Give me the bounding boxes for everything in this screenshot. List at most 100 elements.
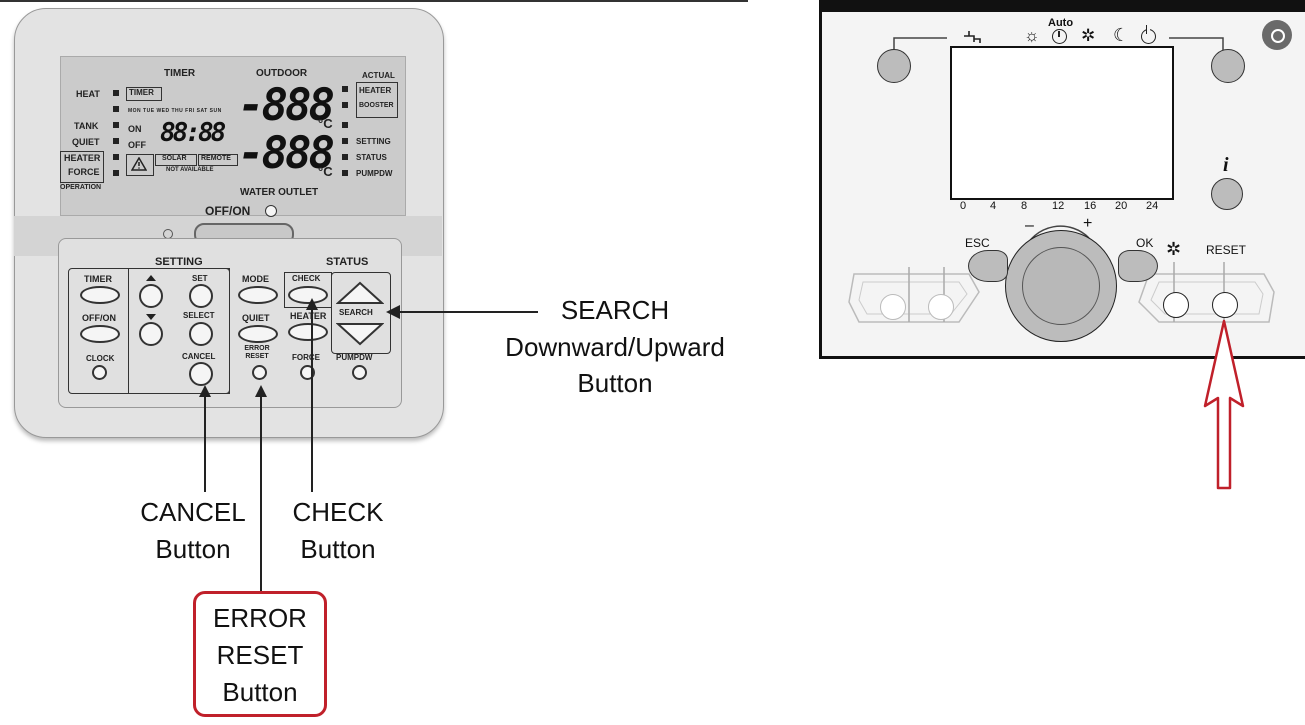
ok-label: OK	[1136, 236, 1154, 250]
lcd-operation-label: OPERATION	[60, 184, 102, 191]
status-title: STATUS	[326, 256, 369, 268]
lcd-status-label: STATUS	[356, 153, 387, 162]
standby-icon-stem	[1146, 25, 1150, 34]
lcd-actual-label: ACTUAL	[362, 71, 395, 80]
clock-button[interactable]	[92, 365, 107, 380]
check-button-label: CHECK	[292, 274, 321, 283]
cancel-button[interactable]	[189, 362, 213, 386]
heater-button-label: HEATER	[290, 311, 327, 321]
setting-group-inner	[128, 268, 230, 394]
time-tick: 24	[1146, 200, 1159, 212]
error-callout-line3: Button	[222, 677, 298, 707]
moon-icon: ☾	[1113, 25, 1130, 45]
time-tick: 0	[960, 200, 967, 212]
check-button[interactable]	[288, 286, 328, 304]
search-callout-line2: Downward/Upward	[505, 332, 725, 362]
search-down-button[interactable]	[336, 322, 384, 346]
search-up-button[interactable]	[336, 281, 384, 305]
comfort-sun-icon: ☼	[1024, 26, 1040, 45]
service-gear-icon: ✲	[1166, 239, 1182, 259]
lcd-warning-box	[126, 154, 154, 176]
lcd-heat-label: HEAT	[76, 89, 100, 99]
error-reset-button[interactable]	[252, 365, 267, 380]
search-callout-line3: Button	[577, 368, 653, 398]
timer-button-label: TIMER	[84, 274, 112, 284]
lcd-indicator	[113, 154, 119, 160]
lcd-quiet-label: QUIET	[72, 137, 100, 147]
esc-button[interactable]	[968, 250, 1008, 282]
right-mode-button[interactable]	[1211, 49, 1245, 83]
mode-button[interactable]	[238, 286, 278, 304]
lcd-timer-box-label: TIMER	[129, 88, 154, 97]
time-tick: 16	[1084, 200, 1097, 212]
info-button[interactable]	[1211, 178, 1243, 210]
cancel-button-label: CANCEL	[182, 352, 216, 361]
lcd-off-label: OFF	[128, 140, 146, 150]
lcd-heater-label: HEATER	[359, 86, 392, 95]
search-callout-line1: SEARCH	[560, 295, 670, 325]
esc-label: ESC	[965, 236, 990, 250]
select-button[interactable]	[189, 322, 213, 346]
callout-lines	[199, 298, 538, 592]
lcd-solar-label: SOLAR	[162, 155, 187, 162]
lcd-water-outlet-temp: -888	[238, 128, 335, 179]
lcd-timer-box	[126, 87, 162, 101]
lens-icon-inner	[1271, 29, 1285, 43]
lcd-indicator	[342, 138, 348, 144]
time-tick: 20	[1115, 200, 1128, 212]
lcd-indicator	[342, 86, 348, 92]
service-button[interactable]	[1163, 292, 1189, 318]
quiet-button[interactable]	[238, 325, 278, 343]
down-button[interactable]	[139, 322, 163, 346]
pumpdw-button[interactable]	[352, 365, 367, 380]
reset-button[interactable]	[1212, 292, 1238, 318]
reset-label: RESET	[1206, 243, 1247, 257]
lcd-clock: 88:88	[160, 118, 226, 148]
off-on-small-button[interactable]	[80, 325, 120, 343]
tap-icon	[964, 31, 981, 43]
set-button-label: SET	[192, 274, 208, 283]
power-icon	[265, 205, 277, 217]
lcd-water-outlet-label: WATER OUTLET	[240, 187, 319, 198]
lcd-outdoor-unit: °C	[318, 116, 333, 131]
timer-button[interactable]	[80, 286, 120, 304]
error-callout-line1: ERROR	[213, 603, 307, 633]
heater-button[interactable]	[288, 323, 328, 341]
decorative-button	[880, 294, 906, 320]
minus-label: –	[1025, 217, 1034, 234]
set-button[interactable]	[189, 284, 213, 308]
check-callout-line1: CHECK	[292, 497, 384, 527]
lcd-heater-force-box	[60, 151, 104, 183]
lcd-remote-label: REMOTE	[201, 155, 231, 162]
plus-label: +	[1083, 215, 1093, 232]
off-on-label: OFF/ON	[205, 204, 251, 218]
search-button-label: SEARCH	[339, 308, 373, 317]
up-button[interactable]	[139, 284, 163, 308]
lcd-heater-force-line2: FORCE	[68, 167, 100, 177]
error-callout-line2: RESET	[216, 640, 304, 670]
time-tick: 8	[1021, 200, 1028, 212]
mode-button-label: MODE	[242, 274, 269, 284]
lcd-screen	[60, 56, 406, 216]
lcd-outdoor-temp: -888	[238, 80, 335, 131]
left-mode-button[interactable]	[877, 49, 911, 83]
lcd-on-label: ON	[128, 124, 142, 134]
decorative-button	[928, 294, 954, 320]
lcd-setting-label: SETTING	[356, 137, 391, 146]
lcd-indicator	[342, 154, 348, 160]
lcd-indicator	[342, 102, 348, 108]
check-callout-line2: Button	[300, 534, 376, 564]
lcd-indicator	[113, 106, 119, 112]
lcd-tank-label: TANK	[74, 121, 99, 131]
ok-button[interactable]	[1118, 250, 1158, 282]
cancel-callout-line2: Button	[155, 534, 231, 564]
clock-icon	[1052, 29, 1067, 44]
lcd-water-outlet-unit: °C	[318, 164, 333, 179]
boiler-top-bar	[819, 0, 1305, 12]
time-tick: 12	[1052, 200, 1065, 212]
off-on-small-label: OFF/ON	[82, 313, 116, 323]
lcd-indicator	[113, 122, 119, 128]
down-arrow-icon	[146, 314, 156, 320]
eco-sun-icon: ✲	[1081, 26, 1096, 45]
boiler-display	[950, 46, 1174, 200]
